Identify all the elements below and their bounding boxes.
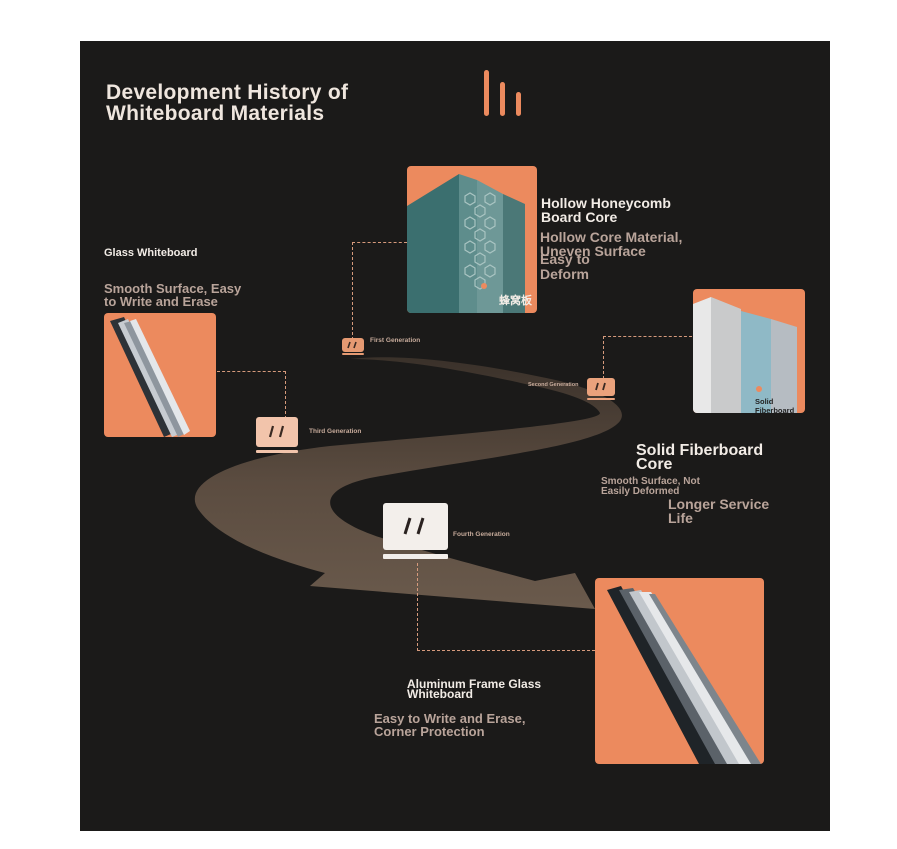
whiteboard-icon-first[interactable]: [342, 338, 364, 355]
whiteboard-icon-third[interactable]: [256, 417, 298, 453]
page-title: Development History of Whiteboard Materi…: [106, 81, 349, 125]
aluminum-whiteboard-image: [595, 578, 764, 764]
road-path: [194, 357, 622, 609]
connector-third: [217, 371, 286, 419]
honeycomb-description-1: Hollow Core Material, Uneven Surface: [540, 229, 683, 259]
label-second-generation: Second Generation: [528, 382, 579, 388]
label-first-generation: First Generation: [370, 337, 421, 344]
fiberboard-image-tag: Solid Fiberboard: [755, 397, 795, 413]
connector-first: [352, 242, 407, 340]
infographic-panel: Development History of Whiteboard Materi…: [80, 41, 830, 831]
honeycomb-board-image: 蜂窝板: [407, 166, 537, 313]
aluminum-description: Easy to Write and Erase, Corner Protecti…: [374, 711, 526, 739]
fiberboard-description-1: Smooth Surface, Not Easily Deformed: [601, 476, 700, 497]
glass-heading: Glass Whiteboard: [104, 247, 198, 259]
timeline-road: [194, 357, 622, 609]
whiteboard-icon-fourth[interactable]: [383, 503, 448, 559]
fiberboard-heading: Solid Fiberboard Core: [636, 442, 764, 473]
bar-chart-icon: [484, 70, 521, 116]
fiberboard-description-2: Longer Service Life: [668, 496, 770, 526]
label-third-generation: Third Generation: [309, 428, 362, 435]
label-fourth-generation: Fourth Generation: [453, 531, 510, 538]
whiteboard-icon-second[interactable]: [587, 378, 615, 400]
connector-second: [603, 336, 692, 379]
honeycomb-heading: Hollow Honeycomb Board Core: [541, 195, 671, 225]
aluminum-heading: Aluminum Frame Glass Whiteboard: [407, 677, 542, 701]
honeycomb-description-2: Easy to Deform: [540, 251, 590, 282]
solid-fiberboard-image: Solid Fiberboard: [693, 289, 805, 413]
glass-description: Smooth Surface, Easy to Write and Erase: [104, 281, 242, 309]
connector-fourth: [417, 563, 595, 651]
honeycomb-image-tag: 蜂窝板: [499, 295, 532, 307]
glass-whiteboard-image: [104, 313, 216, 437]
